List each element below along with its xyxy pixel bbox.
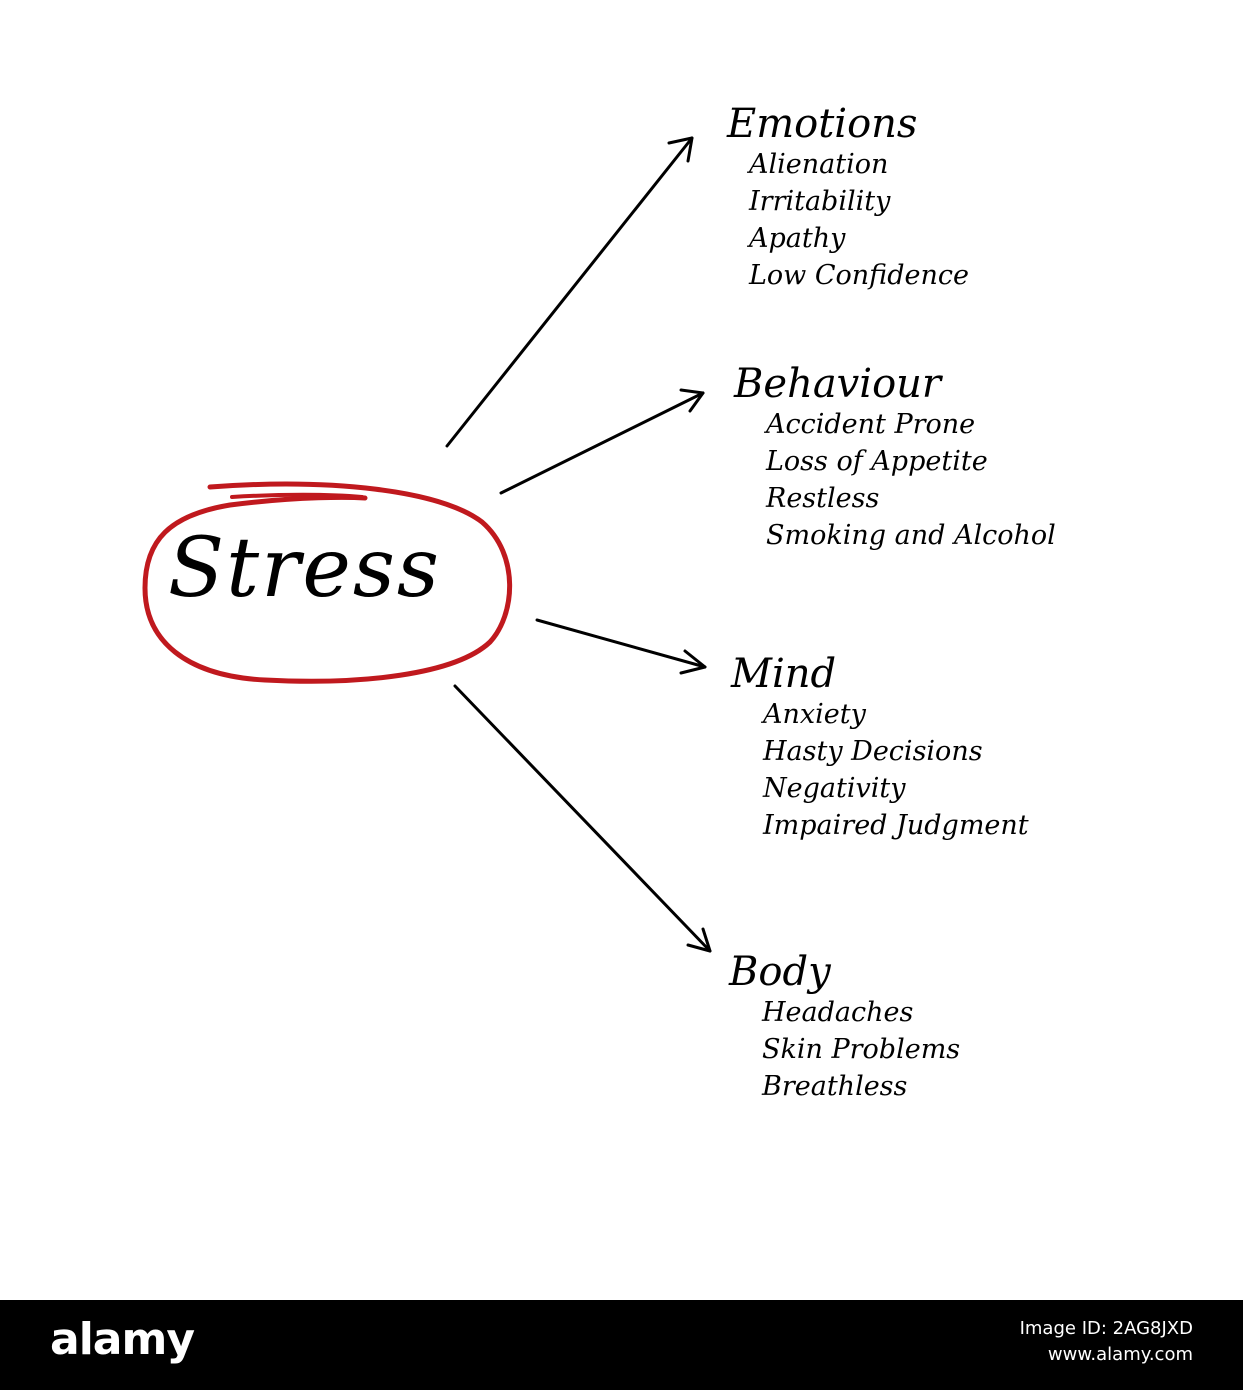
alamy-logo: alamy <box>50 1314 195 1365</box>
arrow-to-behaviour <box>499 388 705 495</box>
branch-behaviour: Behaviour Accident Prone Loss of Appetit… <box>734 362 1056 554</box>
list-item: Headaches <box>762 997 914 1028</box>
center-concept-label: Stress <box>168 521 442 616</box>
branch-mind: Mind Anxiety Hasty Decisions Negativity … <box>731 652 1029 844</box>
branch-items-mind: Anxiety Hasty Decisions Negativity Impai… <box>731 696 1029 844</box>
arrow-to-emotions <box>445 136 694 448</box>
image-id-block: Image ID: 2AG8JXD www.alamy.com <box>1020 1316 1193 1368</box>
center-ring <box>142 481 513 684</box>
list-item: Apathy <box>749 223 846 254</box>
branch-title-emotions: Emotions <box>727 101 918 147</box>
branch-title-behaviour: Behaviour <box>734 361 942 407</box>
diagram-canvas <box>142 136 712 953</box>
site-url-text: www.alamy.com <box>1047 1344 1193 1365</box>
arrow-to-body <box>453 684 712 953</box>
center-ring-underline <box>230 492 364 499</box>
stock-footer-bar: alamy Image ID: 2AG8JXD www.alamy.com <box>0 1300 1243 1390</box>
list-item: Anxiety <box>763 699 866 730</box>
list-item: Impaired Judgment <box>763 810 1029 841</box>
center-ring-outline <box>142 481 513 684</box>
branch-emotions: Emotions Alienation Irritability Apathy … <box>727 102 969 294</box>
branch-title-mind: Mind <box>731 651 837 697</box>
list-item: Skin Problems <box>762 1034 961 1065</box>
list-item: Negativity <box>763 773 906 804</box>
branch-items-emotions: Alienation Irritability Apathy Low Confi… <box>727 146 969 294</box>
list-item: Irritability <box>749 186 891 217</box>
list-item: Accident Prone <box>766 409 976 440</box>
arrow-to-mind <box>535 618 707 675</box>
list-item: Breathless <box>762 1071 908 1102</box>
branch-items-behaviour: Accident Prone Loss of Appetite Restless… <box>734 406 1056 554</box>
list-item: Loss of Appetite <box>766 446 988 477</box>
list-item: Smoking and Alcohol <box>766 520 1056 551</box>
list-item: Alienation <box>749 149 889 180</box>
image-id-text: Image ID: 2AG8JXD <box>1019 1318 1193 1339</box>
list-item: Low Confidence <box>749 260 969 291</box>
branch-body: Body Headaches Skin Problems Breathless <box>729 950 960 1105</box>
arrows <box>445 136 712 953</box>
branch-title-body: Body <box>729 949 831 995</box>
branch-items-body: Headaches Skin Problems Breathless <box>729 994 960 1105</box>
list-item: Restless <box>766 483 880 514</box>
list-item: Hasty Decisions <box>763 736 983 767</box>
